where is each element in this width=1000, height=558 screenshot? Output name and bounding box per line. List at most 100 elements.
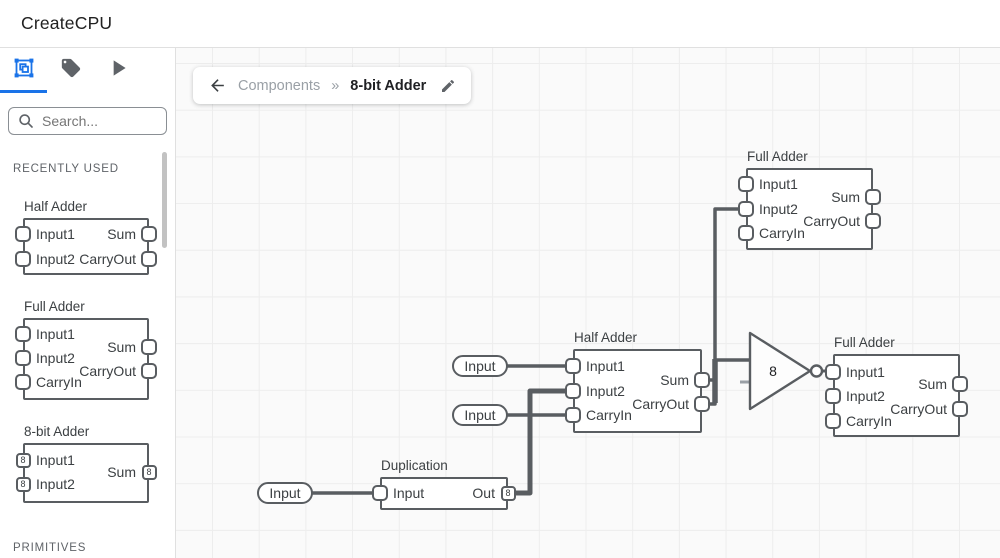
tab-components[interactable] bbox=[0, 48, 47, 92]
port-input1[interactable] bbox=[15, 326, 31, 342]
node-box[interactable] bbox=[23, 443, 149, 503]
node-box[interactable] bbox=[23, 318, 149, 400]
node-title: Full Adder bbox=[24, 299, 85, 314]
port-label: CarryIn bbox=[586, 407, 632, 423]
node-box[interactable] bbox=[23, 218, 149, 275]
port-carryout[interactable] bbox=[952, 401, 968, 417]
port-input2[interactable] bbox=[825, 388, 841, 404]
port-label: Input1 bbox=[759, 176, 798, 192]
node-title: Full Adder bbox=[834, 335, 895, 350]
port-label: CarryOut bbox=[890, 401, 947, 417]
breadcrumb-root[interactable]: Components bbox=[238, 77, 321, 94]
port-label: CarryIn bbox=[759, 225, 805, 241]
port-carryout[interactable] bbox=[694, 396, 710, 412]
port-label: Sum bbox=[918, 376, 947, 392]
port-label: Input1 bbox=[36, 226, 75, 242]
node-box[interactable] bbox=[746, 168, 873, 250]
search-icon bbox=[18, 113, 34, 129]
port-label: Input1 bbox=[36, 452, 75, 468]
port-sum[interactable] bbox=[694, 372, 710, 388]
port-input1[interactable]: 8 bbox=[15, 452, 31, 468]
node-box[interactable] bbox=[833, 354, 960, 437]
app-title: CreateCPU bbox=[21, 13, 113, 33]
tab-tags[interactable] bbox=[47, 48, 94, 92]
port-label: CarryOut bbox=[79, 251, 136, 267]
node-title: Half Adder bbox=[574, 330, 638, 345]
port-carryout[interactable] bbox=[141, 363, 157, 379]
port-input2[interactable] bbox=[15, 350, 31, 366]
port-input2[interactable] bbox=[565, 383, 581, 399]
port-label: Sum bbox=[107, 464, 136, 480]
port-label: Input2 bbox=[759, 201, 798, 217]
port-sum[interactable]: 8 bbox=[141, 464, 157, 480]
sidebar-scrollbar[interactable] bbox=[162, 152, 167, 248]
canvas-grid[interactable] bbox=[176, 48, 1000, 558]
play-icon bbox=[105, 55, 131, 86]
node-title: Duplication bbox=[381, 458, 448, 473]
port-sum[interactable] bbox=[865, 189, 881, 205]
port-input[interactable] bbox=[372, 485, 388, 501]
port-out[interactable]: 8 bbox=[500, 485, 516, 501]
port-label: Input2 bbox=[36, 350, 75, 366]
breadcrumb: Components » 8-bit Adder bbox=[193, 67, 472, 104]
port-label: CarryIn bbox=[36, 374, 82, 390]
port-carryin[interactable] bbox=[825, 413, 841, 429]
node-title: Half Adder bbox=[24, 199, 88, 214]
port-carryout[interactable] bbox=[865, 213, 881, 229]
port-input1[interactable] bbox=[565, 358, 581, 374]
port-input1[interactable] bbox=[825, 364, 841, 380]
section-recently-used: RECENTLY USED bbox=[13, 163, 119, 175]
port-carryin[interactable] bbox=[738, 225, 754, 241]
node-title: Full Adder bbox=[747, 149, 808, 164]
port-input2[interactable] bbox=[738, 201, 754, 217]
port-label: Input2 bbox=[846, 388, 885, 404]
port-input1[interactable] bbox=[738, 176, 754, 192]
port-label: Input2 bbox=[36, 251, 75, 267]
port-label: CarryOut bbox=[803, 213, 860, 229]
input-pill[interactable]: Input bbox=[257, 482, 313, 504]
port-label: CarryOut bbox=[79, 363, 136, 379]
tag-icon bbox=[60, 57, 82, 84]
port-label: Sum bbox=[107, 226, 136, 242]
port-carryin[interactable] bbox=[15, 374, 31, 390]
input-pill[interactable]: Input bbox=[452, 404, 508, 426]
port-sum[interactable] bbox=[141, 226, 157, 242]
search-input[interactable] bbox=[42, 113, 166, 129]
input-pill[interactable]: Input bbox=[452, 355, 508, 377]
port-label: Input2 bbox=[36, 476, 75, 492]
app-header: CreateCPU bbox=[0, 0, 1000, 48]
port-label: Input2 bbox=[586, 383, 625, 399]
port-label: Out bbox=[472, 485, 495, 501]
port-label: Sum bbox=[660, 372, 689, 388]
tab-simulate[interactable] bbox=[94, 48, 141, 92]
sidebar-tabs bbox=[0, 48, 175, 93]
section-primitives: PRIMITIVES bbox=[13, 542, 87, 554]
port-input2[interactable]: 8 bbox=[15, 476, 31, 492]
port-input1[interactable] bbox=[15, 226, 31, 242]
pencil-icon[interactable] bbox=[440, 78, 456, 94]
port-label: Input1 bbox=[36, 326, 75, 342]
port-input2[interactable] bbox=[15, 251, 31, 267]
port-label: Sum bbox=[831, 189, 860, 205]
port-sum[interactable] bbox=[952, 376, 968, 392]
active-tab-indicator bbox=[0, 90, 47, 93]
port-sum[interactable] bbox=[141, 339, 157, 355]
port-label: Sum bbox=[107, 339, 136, 355]
port-carryout[interactable] bbox=[141, 251, 157, 267]
back-arrow-icon[interactable] bbox=[208, 76, 227, 95]
node-box[interactable] bbox=[380, 477, 508, 510]
breadcrumb-current: 8-bit Adder bbox=[350, 77, 427, 94]
port-label: Input1 bbox=[846, 364, 885, 380]
node-title: 8-bit Adder bbox=[24, 424, 90, 439]
search-box[interactable] bbox=[8, 107, 167, 135]
port-label: CarryIn bbox=[846, 413, 892, 429]
port-carryin[interactable] bbox=[565, 407, 581, 423]
